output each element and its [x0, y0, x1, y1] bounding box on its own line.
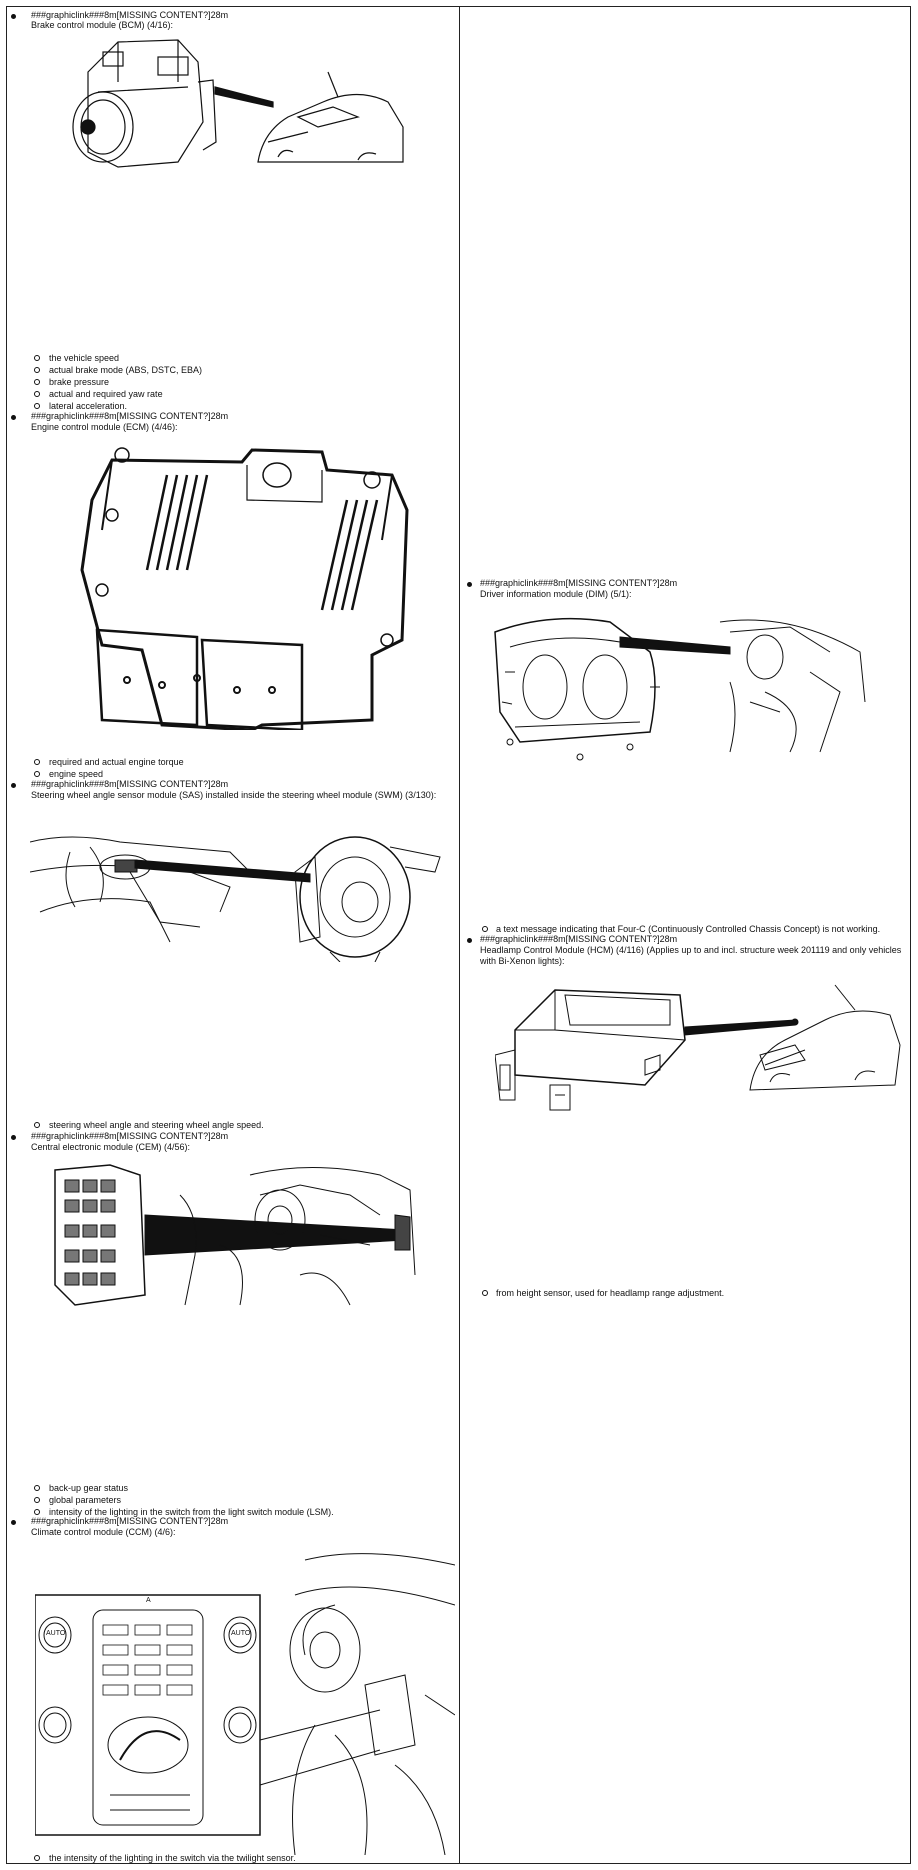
list-item: back-up gear status	[49, 1483, 129, 1493]
list-item: lateral acceleration.	[49, 401, 128, 411]
list-bullet	[34, 1122, 40, 1128]
list-item: the vehicle speed	[49, 353, 120, 363]
bullet	[467, 938, 472, 943]
sas-title: Steering wheel angle sensor module (SAS)…	[31, 790, 437, 800]
list-item: actual and required yaw rate	[49, 389, 163, 399]
list-bullet	[34, 1855, 40, 1861]
list-bullet	[34, 403, 40, 409]
graphic-link-heading: ###graphiclink###8m[MISSING CONTENT?]28m	[31, 779, 229, 789]
graphic-link-heading: ###graphiclink###8m[MISSING CONTENT?]28m	[480, 578, 678, 588]
bullet	[11, 1520, 16, 1525]
bullet	[467, 582, 472, 587]
bullet	[11, 415, 16, 420]
panel-label: A	[146, 1597, 151, 1604]
list-bullet	[34, 355, 40, 361]
bullet	[11, 14, 16, 19]
list-bullet	[34, 1497, 40, 1503]
cem-title: Central electronic module (CEM) (4/56):	[31, 1142, 191, 1152]
bcm-title: Brake control module (BCM) (4/16):	[31, 20, 174, 30]
graphic-link-heading: ###graphiclink###8m[MISSING CONTENT?]28m	[31, 10, 229, 20]
list-item: actual brake mode (ABS, DSTC, EBA)	[49, 365, 203, 375]
list-item: the intensity of the lighting in the swi…	[49, 1853, 296, 1863]
graphic-link-heading: ###graphiclink###8m[MISSING CONTENT?]28m	[31, 1516, 229, 1526]
list-bullet	[482, 926, 488, 932]
cem-illustration	[50, 1155, 430, 1310]
bullet	[11, 1135, 16, 1140]
list-item: required and actual engine torque	[49, 757, 184, 767]
page-frame	[6, 6, 911, 1864]
hcm-title-continued: with Bi-Xenon lights):	[480, 956, 565, 966]
sas-illustration	[30, 812, 450, 962]
list-item: steering wheel angle and steering wheel …	[49, 1120, 264, 1130]
list-bullet	[34, 771, 40, 777]
list-bullet	[482, 1290, 488, 1296]
list-bullet	[34, 1509, 40, 1515]
ecm-illustration	[72, 440, 417, 730]
list-item: intensity of the lighting in the switch …	[49, 1507, 334, 1517]
list-item: global parameters	[49, 1495, 122, 1505]
hcm-title: Headlamp Control Module (HCM) (4/116) (A…	[480, 945, 902, 955]
ccm-title: Climate control module (CCM) (4/6):	[31, 1527, 176, 1537]
panel-label: AUTO	[46, 1630, 66, 1637]
dim-illustration	[490, 612, 870, 762]
column-divider	[459, 6, 460, 1864]
bcm-illustration	[58, 32, 418, 192]
hcm-illustration	[495, 970, 905, 1120]
ccm-illustration	[35, 1535, 455, 1855]
list-item: a text message indicating that Four-C (C…	[496, 924, 881, 934]
list-item: from height sensor, used for headlamp ra…	[496, 1288, 725, 1298]
graphic-link-heading: ###graphiclink###8m[MISSING CONTENT?]28m	[31, 411, 229, 421]
list-bullet	[34, 759, 40, 765]
ecm-title: Engine control module (ECM) (4/46):	[31, 422, 178, 432]
list-bullet	[34, 391, 40, 397]
list-bullet	[34, 379, 40, 385]
bullet	[11, 783, 16, 788]
graphic-link-heading: ###graphiclink###8m[MISSING CONTENT?]28m	[480, 934, 678, 944]
list-bullet	[34, 367, 40, 373]
dim-title: Driver information module (DIM) (5/1):	[480, 589, 632, 599]
list-item: brake pressure	[49, 377, 110, 387]
list-bullet	[34, 1485, 40, 1491]
panel-label: AUTO	[231, 1630, 251, 1637]
graphic-link-heading: ###graphiclink###8m[MISSING CONTENT?]28m	[31, 1131, 229, 1141]
list-item: engine speed	[49, 769, 104, 779]
